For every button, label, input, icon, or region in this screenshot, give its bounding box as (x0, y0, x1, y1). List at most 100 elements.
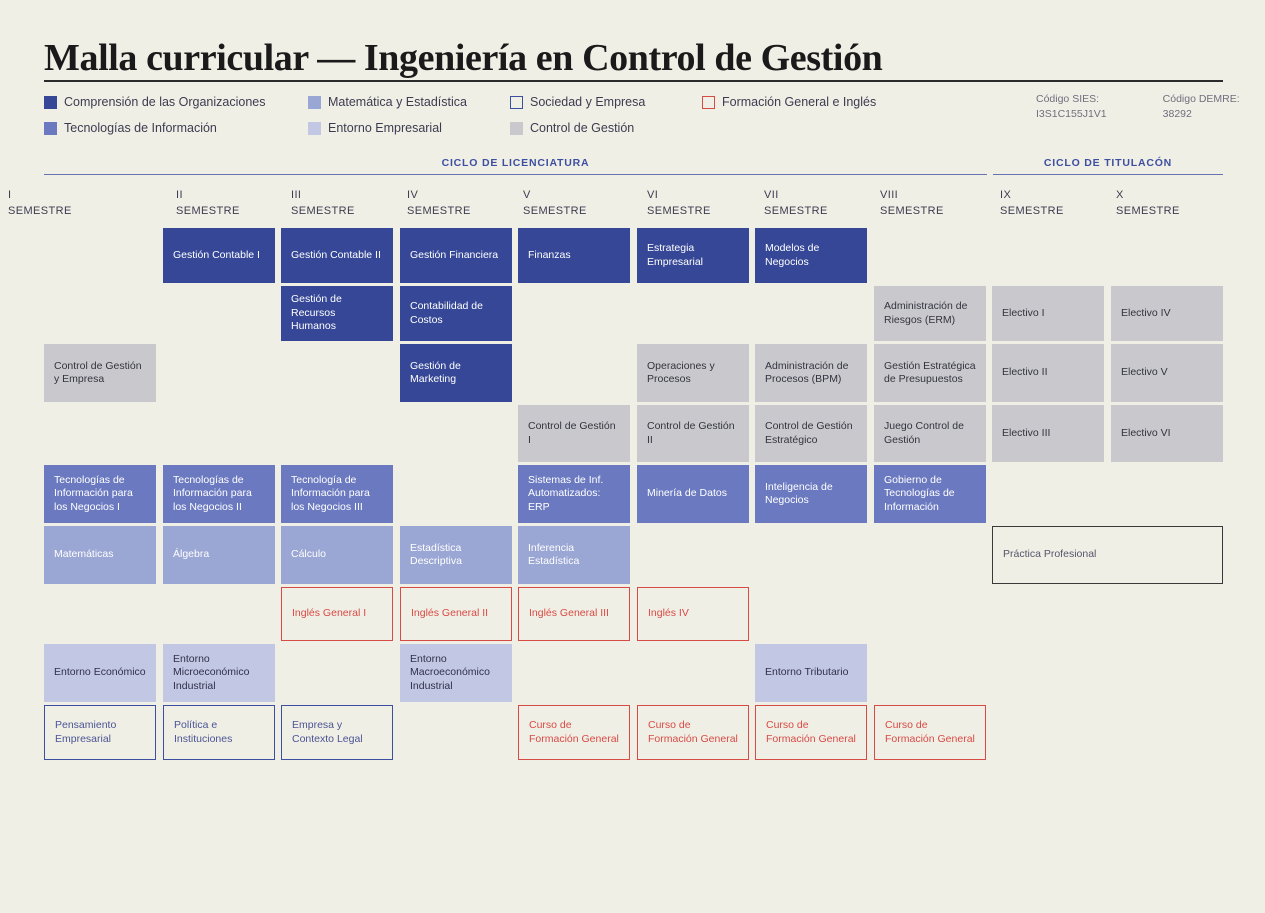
course-name: Pensamiento Empresarial (55, 719, 117, 745)
legend-item: Entorno Empresarial (308, 118, 467, 138)
course-cell[interactable]: Tecnología de Información para los Negoc… (281, 465, 393, 523)
cycle-divider-licenciatura (44, 174, 987, 175)
semester-roman: IV (407, 189, 419, 201)
course-cell[interactable]: Control de Gestión Estratégico (755, 405, 867, 462)
practica-profesional-cell[interactable]: Práctica Profesional (992, 526, 1223, 584)
course-name: Inglés General II (411, 607, 489, 620)
course-cell[interactable]: Inglés IV (637, 587, 749, 641)
course-cell[interactable]: Electivo IV (1111, 286, 1223, 341)
course-cell[interactable]: Estrategia Empresarial (637, 228, 749, 283)
course-cell[interactable]: Curso de Formación General (518, 705, 630, 760)
course-name: Gestión Financiera (410, 248, 499, 261)
course-cell[interactable]: Gestión Financiera (400, 228, 512, 283)
semester-word: SEMESTRE (647, 204, 711, 217)
course-name: Cálculo (291, 548, 327, 561)
course-cell[interactable]: Electivo II (992, 344, 1104, 402)
course-cell[interactable]: Contabilidad de Costos (400, 286, 512, 341)
legend-column-2: Matemática y Estadística Entorno Empresa… (308, 92, 467, 144)
course-name: Curso de Formación General (766, 719, 856, 745)
course-cell[interactable]: Electivo V (1111, 344, 1223, 402)
course-cell[interactable]: Electivo III (992, 405, 1104, 462)
course-cell[interactable]: Entorno Tributario (755, 644, 867, 702)
course-cell[interactable]: Curso de Formación General (637, 705, 749, 760)
course-cell[interactable]: Gestión de Marketing (400, 344, 512, 402)
course-cell[interactable]: Empresa y Contexto Legal (281, 705, 393, 760)
course-cell[interactable]: Control de Gestión II (637, 405, 749, 462)
course-cell[interactable]: Electivo I (992, 286, 1104, 341)
course-name: Inteligencia de Negocios (765, 480, 833, 506)
cycle-header-titulacion: CICLO DE TITULACÓN (1043, 157, 1173, 169)
semester-roman: III (291, 189, 302, 201)
course-name: Control de Gestión II (647, 420, 735, 446)
course-cell[interactable]: Gestión Contable II (281, 228, 393, 283)
semester-word: SEMESTRE (8, 204, 72, 217)
course-cell[interactable]: Inferencia Estadística (518, 526, 630, 584)
course-name: Empresa y Contexto Legal (292, 719, 363, 745)
legend-item: Tecnologías de Información (44, 118, 266, 138)
legend-column-4: Formación General e Inglés (702, 92, 876, 118)
semester-word: SEMESTRE (523, 204, 587, 217)
course-name: Entorno Tributario (765, 666, 849, 679)
course-cell[interactable]: Entorno Económico (44, 644, 156, 702)
course-cell[interactable]: Sistemas de Inf. Automatizados: ERP (518, 465, 630, 523)
course-cell[interactable]: Cálculo (281, 526, 393, 584)
course-cell[interactable]: Inglés General I (281, 587, 393, 641)
course-name: Electivo V (1121, 366, 1168, 379)
course-cell[interactable]: Finanzas (518, 228, 630, 283)
course-cell[interactable]: Gestión Contable I (163, 228, 275, 283)
course-name: Operaciones y Procesos (647, 359, 715, 385)
course-cell[interactable]: Curso de Formación General (755, 705, 867, 760)
course-cell[interactable]: Gestión de Recursos Humanos (281, 286, 393, 341)
course-cell[interactable]: Entorno Microeconómico Industrial (163, 644, 275, 702)
course-name: Gestión Contable II (291, 248, 381, 261)
course-cell[interactable]: Administración de Procesos (BPM) (755, 344, 867, 402)
course-name: Minería de Datos (647, 487, 727, 500)
legend-swatch-icon (702, 95, 715, 109)
legend-item: Sociedad y Empresa (510, 92, 645, 112)
course-cell[interactable]: Matemáticas (44, 526, 156, 584)
course-cell[interactable]: Álgebra (163, 526, 275, 584)
course-cell[interactable]: Inglés General II (400, 587, 512, 641)
code-demre-value: 38292 (1162, 108, 1192, 121)
course-name: Estadística Descriptiva (410, 541, 462, 567)
legend-label: Matemática y Estadística (328, 94, 467, 109)
course-cell[interactable]: Operaciones y Procesos (637, 344, 749, 402)
legend-swatch-icon (308, 121, 321, 135)
course-cell[interactable]: Control de Gestión I (518, 405, 630, 462)
course-cell[interactable]: Juego Control de Gestión (874, 405, 986, 462)
course-name: Inglés IV (648, 607, 689, 620)
course-name: Curso de Formación General (885, 719, 975, 745)
code-sies-value: I3S1C155J1V1 (1036, 108, 1107, 121)
course-cell[interactable]: Inglés General III (518, 587, 630, 641)
course-cell[interactable]: Administración de Riesgos (ERM) (874, 286, 986, 341)
course-cell[interactable]: Gestión Estratégica de Presupuestos (874, 344, 986, 402)
course-cell[interactable]: Minería de Datos (637, 465, 749, 523)
course-cell[interactable]: Control de Gestión y Empresa (44, 344, 156, 402)
course-cell[interactable]: Tecnologías de Información para los Nego… (163, 465, 275, 523)
semester-roman: V (523, 189, 531, 201)
code-demre: Código DEMRE: 38292 (1163, 92, 1240, 122)
course-name: Gestión Contable I (173, 248, 260, 261)
legend-column-3: Sociedad y Empresa Control de Gestión (510, 92, 645, 144)
course-cell[interactable]: Electivo VI (1111, 405, 1223, 462)
course-cell[interactable]: Gobierno de Tecnologías de Información (874, 465, 986, 523)
course-cell[interactable]: Modelos de Negocios (755, 228, 867, 283)
code-sies: Código SIES: I3S1C155J1V1 (1036, 92, 1107, 122)
course-name: Electivo IV (1121, 306, 1171, 319)
course-cell[interactable]: Curso de Formación General (874, 705, 986, 760)
semester-roman: I (8, 189, 12, 201)
course-cell[interactable]: Inteligencia de Negocios (755, 465, 867, 523)
legend-swatch-icon (44, 121, 57, 135)
course-cell[interactable]: Política e Instituciones (163, 705, 275, 760)
course-cell[interactable]: Tecnologías de Información para los Nego… (44, 465, 156, 523)
course-cell[interactable]: Estadística Descriptiva (400, 526, 512, 584)
course-cell[interactable]: Pensamiento Empresarial (44, 705, 156, 760)
course-name: Gestión de Marketing (410, 359, 461, 385)
course-name: Gestión de Recursos Humanos (291, 293, 342, 333)
course-cell[interactable]: Entorno Macroeconómico Industrial (400, 644, 512, 702)
